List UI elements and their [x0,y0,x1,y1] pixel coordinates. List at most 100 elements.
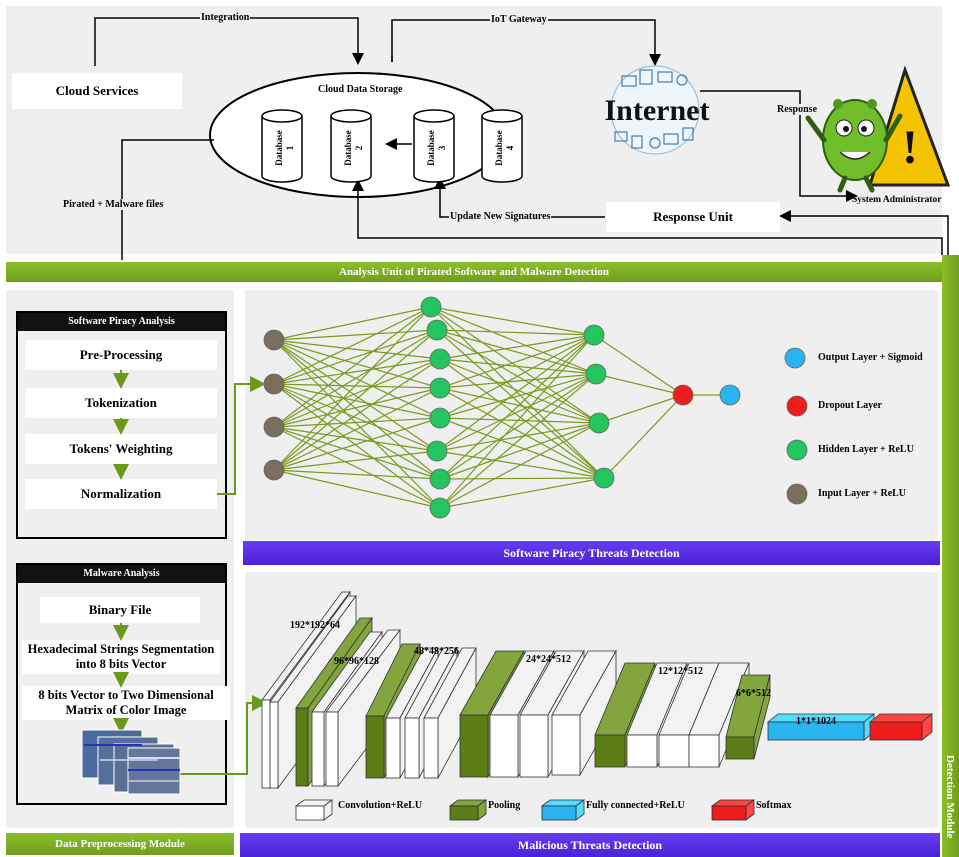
cnn-legend-softmax-label: Softmax [756,800,792,811]
response-label: Response [776,104,819,115]
nn-connection [439,373,597,389]
database-1-label: Database1 [274,130,295,166]
step-hex-segmentation: Hexadecimal Strings Segmentation into 8 … [22,640,220,674]
nn-connection [273,417,441,428]
cnn-size-6: 6*6*512 [736,688,771,699]
nn-connection [439,422,600,480]
cnn-size-1: 192*192*64 [290,620,340,631]
nn-connection [598,394,684,424]
nn-connection [273,426,438,452]
hidden-node [426,440,448,462]
nn-connection [430,306,595,336]
malware-image-stack [81,729,181,795]
iot-gateway-label: IoT Gateway [490,14,548,25]
pirated-malware-arrow [121,139,214,260]
database-2 [330,109,372,183]
slab-front [459,714,489,778]
slab-front [711,805,747,821]
slab-front [269,701,279,789]
nn-connection [273,358,441,428]
cnn-legend-fc-label: Fully connected+ReLU [586,800,685,811]
database-4 [481,109,523,183]
nn-connection [273,339,441,360]
response-unit-label: Response Unit [653,209,733,224]
detection-module-bar: Detection Module [942,255,959,857]
nn-connection [439,334,595,389]
nn-connection [439,477,605,480]
slab-front [626,734,658,768]
nn-connection [593,334,684,396]
nn-connection [436,422,600,452]
legend-output-label: Output Layer + Sigmoid [818,352,923,363]
hidden-node [429,468,451,490]
step-binary-file: Binary File [40,597,200,623]
malware-analysis-title: Malware Analysis [18,565,225,583]
update-signatures-label: Update New Signatures [449,211,552,222]
nn-connection [595,373,684,396]
nn-connection [273,358,441,385]
nn-connection [273,339,441,419]
nn-connection [273,329,438,471]
hidden-node [585,363,607,385]
response-unit-box: Response Unit [606,202,780,232]
malicious-threats-label: Malicious Threats Detection [517,837,663,852]
nn-connection [439,422,600,509]
slab-front [519,714,549,778]
hidden-node [583,324,605,346]
nn-connection [439,387,600,424]
slab-front [594,734,626,768]
database-3 [413,109,455,183]
image-to-cnn-arrow [180,695,268,775]
cnn-legend-pool-label: Pooling [488,800,521,811]
legend-hidden-label: Hidden Layer + ReLU [818,444,914,455]
analysis-unit-label: Analysis Unit of Pirated Software and Ma… [339,266,609,278]
slab-top [868,713,934,723]
response-arrow [700,90,858,202]
dropout-node [672,384,694,406]
neural-network [263,296,808,519]
nn-connection [273,329,438,341]
input-node [263,416,285,438]
internet-label: Internet [605,94,710,127]
fc-slab [766,713,876,741]
nn-connection [273,329,438,428]
legend-dropout-label: Dropout Layer [818,400,882,411]
analysis-unit-bar: Analysis Unit of Pirated Software and Ma… [6,262,942,282]
nn-connection [439,417,600,424]
warning-icon: ! [867,65,951,187]
nn-connection [273,339,438,452]
hidden-node [429,348,451,370]
legend-output-icon [784,347,806,369]
nn-connection [273,358,441,471]
nn-connection [439,477,605,509]
nn-connection [273,450,438,471]
software-piracy-title: Software Piracy Analysis [18,313,225,331]
slab-front [365,715,385,779]
step-preprocessing: Pre-Processing [25,340,217,370]
pool-slab [725,674,771,760]
slab-front [295,805,325,821]
cnn-legend-conv-label: Convolution+ReLU [338,800,423,811]
svg-text:!: ! [902,121,918,174]
nn-connection [273,383,438,452]
software-threats-label: Software Piracy Threats Detection [503,545,680,560]
nn-connection [273,426,441,480]
slab-front [295,707,309,787]
nn-connection [439,334,595,480]
legend-fc-icon [540,799,586,821]
database-1 [261,109,303,183]
internet-icon [610,65,700,155]
software-threats-bar: Software Piracy Threats Detection [243,541,940,565]
system-admin-label: System Administrator [852,195,942,205]
nn-connection [273,387,441,471]
data-preprocessing-label: Data Preprocessing Module [55,838,185,850]
database-2-label: Database2 [343,130,364,166]
hidden-node [420,296,442,318]
slab-front [385,717,401,779]
legend-softmax-icon [710,799,756,821]
database-3-label: Database3 [426,130,447,166]
slab-front [869,721,923,741]
slab-front [489,714,519,778]
nn-connection [439,334,595,360]
hidden-node [429,407,451,429]
